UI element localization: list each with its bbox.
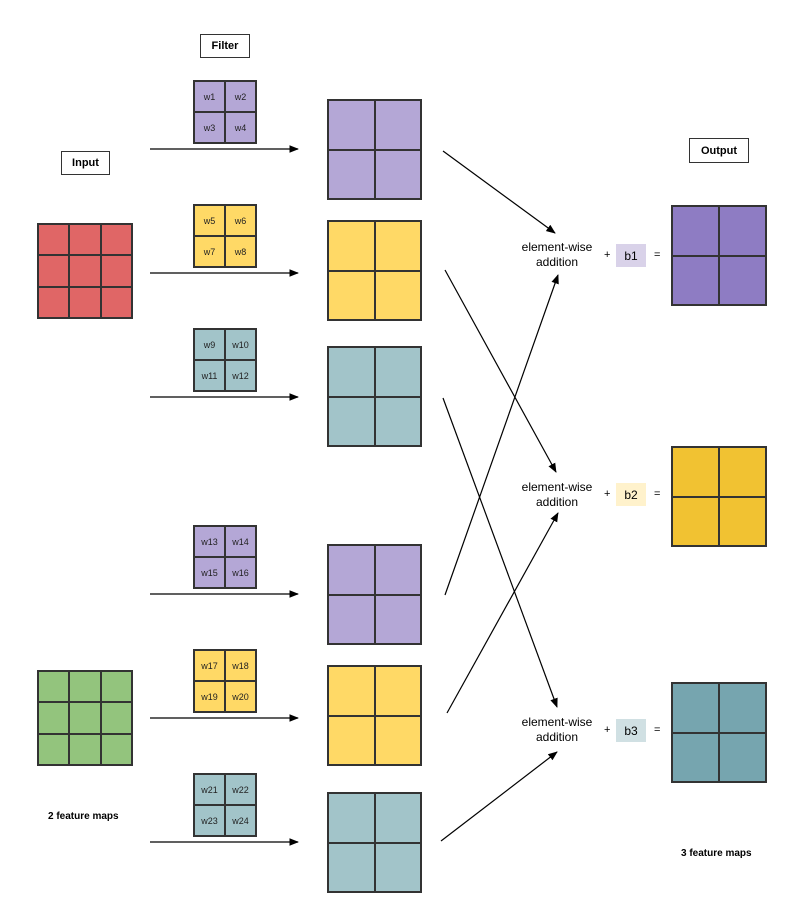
filter-2: w5 w6 w7 w8 bbox=[193, 204, 257, 268]
output-feature-map-1 bbox=[671, 205, 767, 306]
sum-arrow bbox=[446, 512, 559, 714]
element-wise-addition-3: element-wise addition bbox=[512, 715, 602, 745]
addition-line2: addition bbox=[535, 495, 579, 509]
addition-line1: element-wise bbox=[521, 480, 593, 494]
weight-cell: w7 bbox=[194, 236, 225, 267]
weight-cell: w8 bbox=[225, 236, 256, 267]
output-feature-map-3 bbox=[671, 682, 767, 783]
intermediate-map-3 bbox=[327, 346, 422, 447]
weight-cell: w20 bbox=[225, 681, 256, 712]
filter-label: Filter bbox=[200, 34, 250, 58]
intermediate-map-5 bbox=[327, 665, 422, 766]
weight-cell: w12 bbox=[225, 360, 256, 391]
input-caption: 2 feature maps bbox=[48, 811, 119, 822]
addition-line1: element-wise bbox=[521, 240, 593, 254]
weight-cell: w23 bbox=[194, 805, 225, 836]
sum-arrow bbox=[442, 397, 558, 708]
intermediate-map-1 bbox=[327, 99, 422, 200]
plus-sign: + bbox=[604, 488, 611, 500]
addition-line1: element-wise bbox=[521, 715, 593, 729]
element-wise-addition-1: element-wise addition bbox=[512, 240, 602, 270]
filter-4: w13 w14 w15 w16 bbox=[193, 525, 257, 589]
weight-cell: w6 bbox=[225, 205, 256, 236]
filter-3: w9 w10 w11 w12 bbox=[193, 328, 257, 392]
output-feature-map-2 bbox=[671, 446, 767, 547]
bias-b1: b1 bbox=[616, 244, 646, 267]
weight-cell: w24 bbox=[225, 805, 256, 836]
weight-cell: w18 bbox=[225, 650, 256, 681]
weight-cell: w2 bbox=[225, 81, 256, 112]
plus-sign: + bbox=[604, 249, 611, 261]
weight-cell: w17 bbox=[194, 650, 225, 681]
input-feature-map-2 bbox=[37, 670, 133, 766]
weight-cell: w13 bbox=[194, 526, 225, 557]
addition-line2: addition bbox=[535, 730, 579, 744]
intermediate-map-6 bbox=[327, 792, 422, 893]
bias-b2: b2 bbox=[616, 483, 646, 506]
equals-sign: = bbox=[654, 724, 661, 736]
weight-cell: w4 bbox=[225, 112, 256, 143]
weight-cell: w19 bbox=[194, 681, 225, 712]
output-label: Output bbox=[689, 138, 749, 163]
filter-5: w17 w18 w19 w20 bbox=[193, 649, 257, 713]
intermediate-map-4 bbox=[327, 544, 422, 645]
weight-cell: w16 bbox=[225, 557, 256, 588]
equals-sign: = bbox=[654, 249, 661, 261]
weight-cell: w15 bbox=[194, 557, 225, 588]
element-wise-addition-2: element-wise addition bbox=[512, 480, 602, 510]
input-label: Input bbox=[61, 151, 110, 175]
equals-sign: = bbox=[654, 488, 661, 500]
sum-arrow bbox=[444, 274, 559, 596]
intermediate-map-2 bbox=[327, 220, 422, 321]
bias-b3: b3 bbox=[616, 719, 646, 742]
weight-cell: w1 bbox=[194, 81, 225, 112]
sum-arrow bbox=[442, 150, 556, 234]
weight-cell: w11 bbox=[194, 360, 225, 391]
weight-cell: w9 bbox=[194, 329, 225, 360]
weight-cell: w14 bbox=[225, 526, 256, 557]
weight-cell: w21 bbox=[194, 774, 225, 805]
weight-cell: w5 bbox=[194, 205, 225, 236]
weight-cell: w22 bbox=[225, 774, 256, 805]
weight-cell: w3 bbox=[194, 112, 225, 143]
input-feature-map-1 bbox=[37, 223, 133, 319]
weight-cell: w10 bbox=[225, 329, 256, 360]
sum-arrow bbox=[444, 269, 557, 473]
filter-6: w21 w22 w23 w24 bbox=[193, 773, 257, 837]
filter-1: w1 w2 w3 w4 bbox=[193, 80, 257, 144]
plus-sign: + bbox=[604, 724, 611, 736]
sum-arrow bbox=[440, 751, 558, 842]
output-caption: 3 feature maps bbox=[681, 848, 752, 859]
addition-line2: addition bbox=[535, 255, 579, 269]
